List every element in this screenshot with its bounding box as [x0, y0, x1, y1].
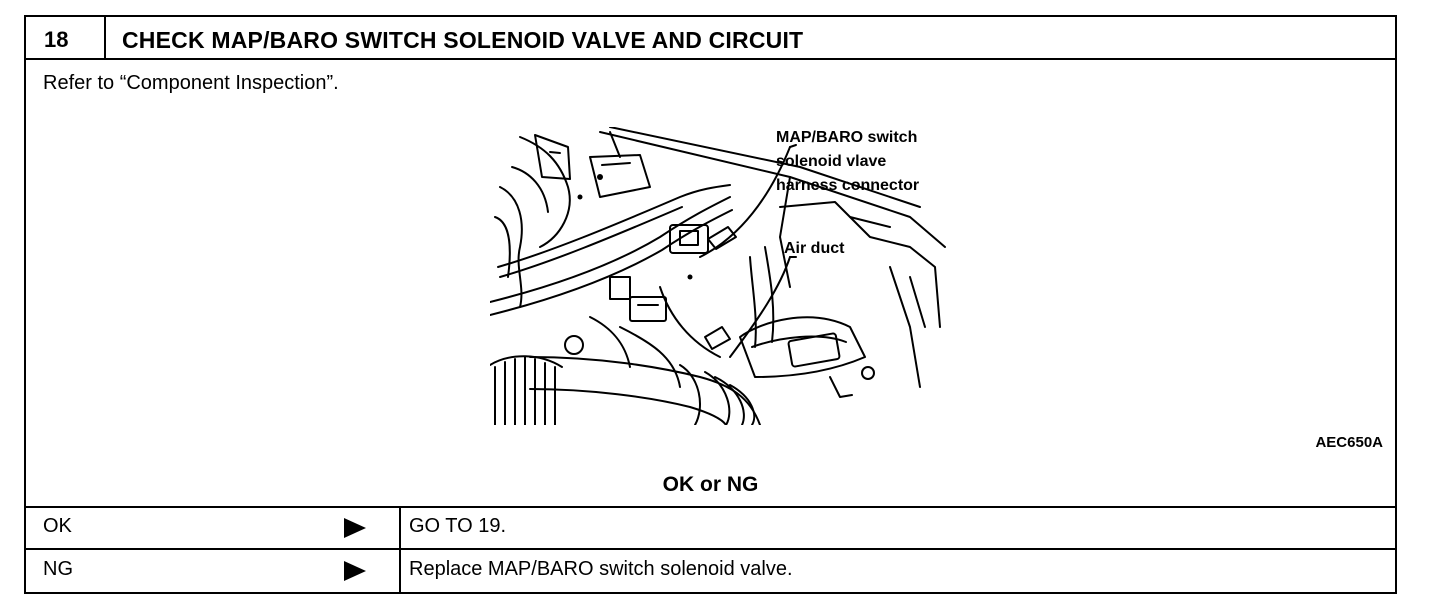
step-number: 18 [44, 27, 69, 52]
result-action-ok: GO TO 19. [409, 515, 507, 537]
result-label-ng: NG [43, 558, 73, 580]
callout-line: solenoid vlave [776, 153, 887, 170]
procedure-table: 18 CHECK MAP/BARO SWITCH SOLENOID VALVE … [24, 15, 1397, 594]
engine-bay-illustration [490, 127, 946, 425]
arrow-right-icon [344, 561, 366, 581]
arrow-right-icon [344, 518, 366, 538]
result-label-ok: OK [43, 515, 72, 537]
header-divider [26, 58, 1395, 60]
callout-line: Air duct [784, 240, 845, 257]
callout-line: harness connector [776, 177, 920, 194]
result-divider-top [26, 506, 1395, 508]
callout-line: MAP/BARO switch [776, 129, 918, 146]
step-title: CHECK MAP/BARO SWITCH SOLENOID VALVE AND… [122, 27, 804, 53]
decision-prompt: OK or NG [662, 473, 759, 496]
callout-map-baro-connector: MAP/BARO switch solenoid vlave harness c… [776, 126, 919, 198]
result-action-ng: Replace MAP/BARO switch solenoid valve. [409, 558, 793, 580]
instruction-text: Refer to “Component Inspection”. [43, 72, 339, 94]
result-column-divider [399, 506, 401, 594]
result-divider-middle [26, 548, 1395, 550]
figure-id: AEC650A [1315, 434, 1383, 451]
callout-air-duct: Air duct [784, 237, 844, 261]
step-number-divider [104, 17, 106, 58]
